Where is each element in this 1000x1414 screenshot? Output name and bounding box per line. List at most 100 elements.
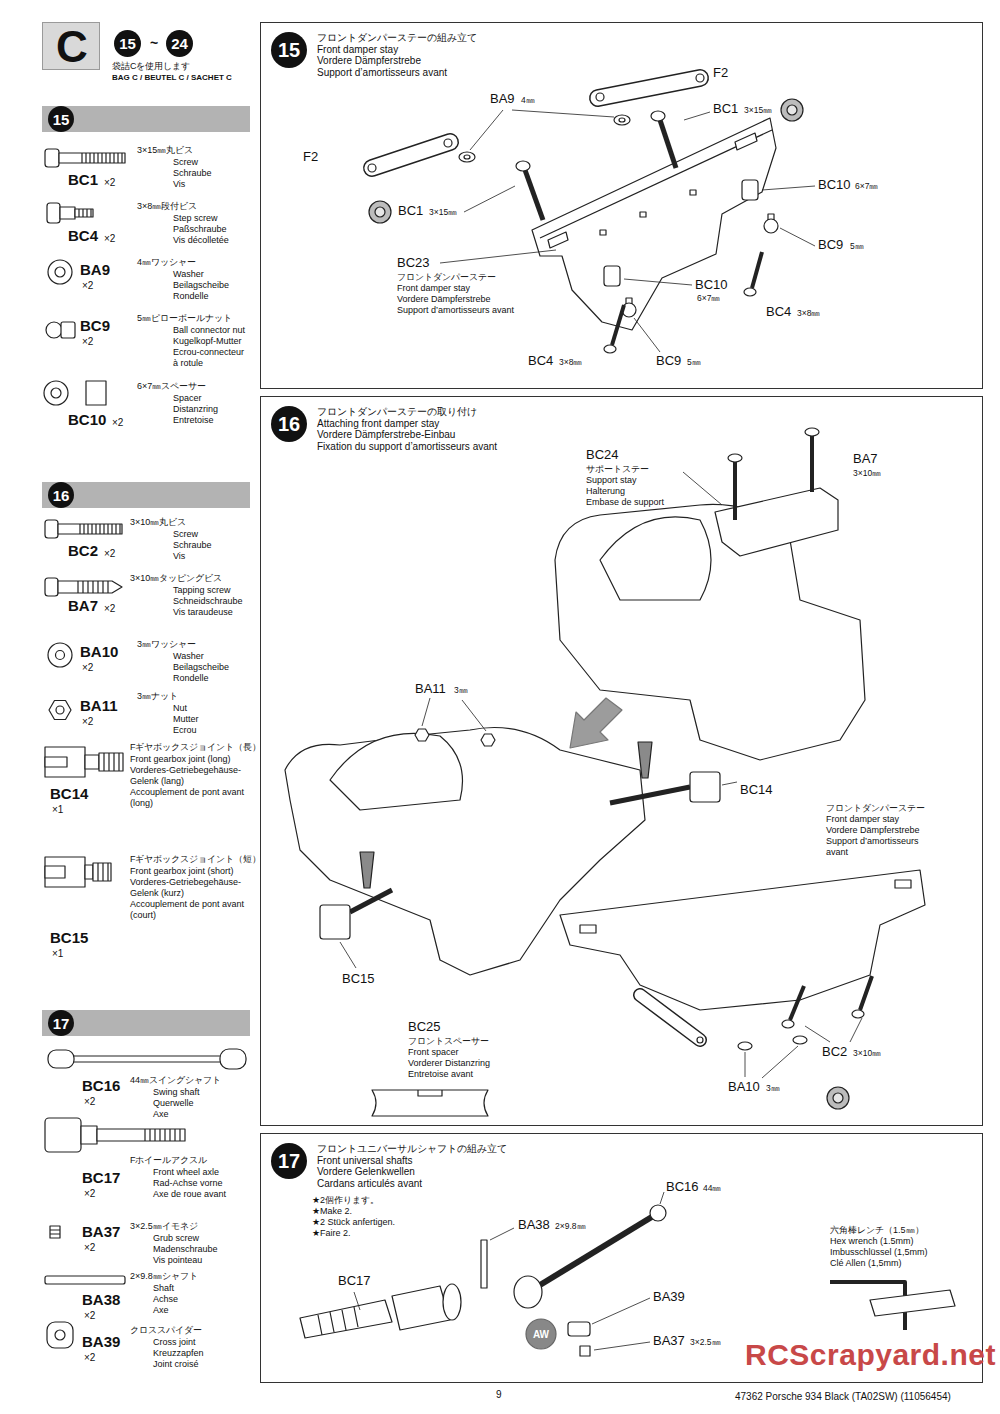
part-icons-part <box>45 149 59 167</box>
part-name: 3×10㎜丸ビス <box>130 518 186 528</box>
part-name: Schraube <box>173 169 212 179</box>
part-icons-part <box>56 706 64 714</box>
step-number: 15 <box>119 36 136 51</box>
dimension: 4㎜ <box>521 96 535 105</box>
step15-drawing-part <box>598 78 700 98</box>
step16-drawing-part <box>560 870 925 1010</box>
part-name: Kugelkopf-Mutter <box>173 337 242 347</box>
dimension: 44㎜ <box>703 1184 721 1193</box>
callout-code: BC17 <box>338 1274 371 1288</box>
callout-note: ★Faire 2. <box>312 1229 351 1239</box>
step16-drawing-part <box>320 905 350 939</box>
part-icons-part <box>97 1129 185 1141</box>
callout-code: BC24 <box>586 448 619 462</box>
part-name: Fギヤボックスジョイント（短） <box>130 855 262 865</box>
step16-drawing-part <box>330 733 463 810</box>
step-title: Attaching front damper stay <box>317 418 439 429</box>
step17-drawing <box>300 1192 955 1356</box>
drawing-group-part <box>722 782 737 785</box>
part-name: Vis pointeau <box>153 1256 202 1266</box>
drawing-group-part <box>850 1018 862 1042</box>
part-code: BC17 <box>82 1170 120 1187</box>
callout-note: Support stay <box>586 476 637 486</box>
part-name: Vis décolletée <box>173 236 229 246</box>
step17-drawing-part <box>443 1284 461 1320</box>
step16-drawing-part <box>350 890 392 912</box>
section-letter-box: C <box>42 22 100 70</box>
callout-code: BA9 <box>490 92 515 106</box>
step15-drawing-part <box>548 232 568 248</box>
part-icons-part <box>81 1126 97 1144</box>
part-name: 3㎜ワッシャー <box>137 640 196 650</box>
callout-note: フロントダンパーステー <box>397 273 496 283</box>
part-name: 3㎜ナット <box>137 692 178 702</box>
parts-list-band: 15 <box>42 106 250 132</box>
part-code: BC14 <box>50 786 88 803</box>
callout-code: BC10 <box>818 178 851 192</box>
step16-drawing-part <box>895 880 911 888</box>
part-name: Washer <box>173 652 204 662</box>
callout-note: ★2 Stück anfertigen. <box>312 1218 395 1228</box>
step-title: Support d’amortisseurs avant <box>317 67 447 78</box>
drawing-group-part <box>624 279 692 285</box>
part-name: 3×8㎜段付ビス <box>137 202 197 212</box>
part-icons-part <box>61 322 75 338</box>
part-icons-part <box>44 381 68 405</box>
part-code: BA7 <box>68 598 98 615</box>
part-icons-part <box>58 524 122 534</box>
part-name: Accouplement de pont avant <box>130 900 244 910</box>
step15-drawing-part <box>764 219 778 233</box>
parts-list-band: 17 <box>42 1010 250 1036</box>
step16-drawing-part <box>860 976 872 1010</box>
step-title: Vordere Gelenkwellen <box>317 1166 415 1177</box>
callout-code: BC1 <box>398 204 423 218</box>
step15-drawing-part <box>787 105 797 115</box>
drawing-group-part <box>470 110 503 150</box>
part-code: BC16 <box>82 1078 120 1095</box>
part-name: Screw <box>173 530 198 540</box>
step16-drawing-part <box>555 504 865 760</box>
part-icons-part <box>99 753 123 771</box>
part-icons-part <box>45 866 65 878</box>
dimension: 3㎜ <box>766 1084 780 1093</box>
drawing-group-part <box>660 1192 664 1204</box>
step15-drawing-part <box>464 155 470 159</box>
step15-drawing-part <box>651 111 665 121</box>
step16-drawing-part <box>360 852 374 888</box>
part-icons-part <box>78 581 108 593</box>
step16-drawing-part <box>738 1042 752 1050</box>
part-icons-part <box>85 755 99 769</box>
grease-mark: AW <box>533 1329 549 1340</box>
part-name: 5㎜ピローボールナット <box>137 314 232 324</box>
part-icons-part <box>75 209 93 217</box>
part-icons-part <box>49 701 71 720</box>
part-icons-part <box>55 1330 65 1340</box>
step-number: 17 <box>271 1143 307 1179</box>
part-quantity: ×1 <box>52 948 63 959</box>
part-code: BA38 <box>82 1292 120 1309</box>
step-title: Fixation du support d’amortisseurs avant <box>317 441 497 452</box>
part-name: (long) <box>130 799 153 809</box>
drawing-group-part <box>684 112 710 120</box>
step15-drawing-part <box>660 120 676 168</box>
part-quantity: ×2 <box>112 417 123 428</box>
step17-drawing-part <box>300 1300 392 1338</box>
callout-code: BC4 <box>766 305 791 319</box>
step-number: 17 <box>48 1010 74 1036</box>
callout-note: Vordere Dämpferstrebe <box>826 826 920 836</box>
part-icons-part <box>58 581 122 593</box>
step16-drawing-part <box>372 1090 488 1116</box>
step16-drawing-part <box>640 995 700 1040</box>
step15-drawing-part <box>742 180 758 200</box>
part-name: Entretoise <box>173 416 214 426</box>
bag-note: 袋詰Cを使用します <box>112 62 191 72</box>
dimension: 3×15㎜ <box>744 106 772 115</box>
step17-drawing-part <box>526 1319 556 1349</box>
step17-drawing-part <box>568 1322 590 1336</box>
callout-code: BC25 <box>408 1020 441 1034</box>
step15-drawing-part <box>459 152 475 162</box>
step16-drawing-part <box>481 734 495 746</box>
part-icons-part <box>56 651 65 660</box>
step15-drawing-part <box>372 142 450 168</box>
range-mark: ~ <box>150 36 158 51</box>
